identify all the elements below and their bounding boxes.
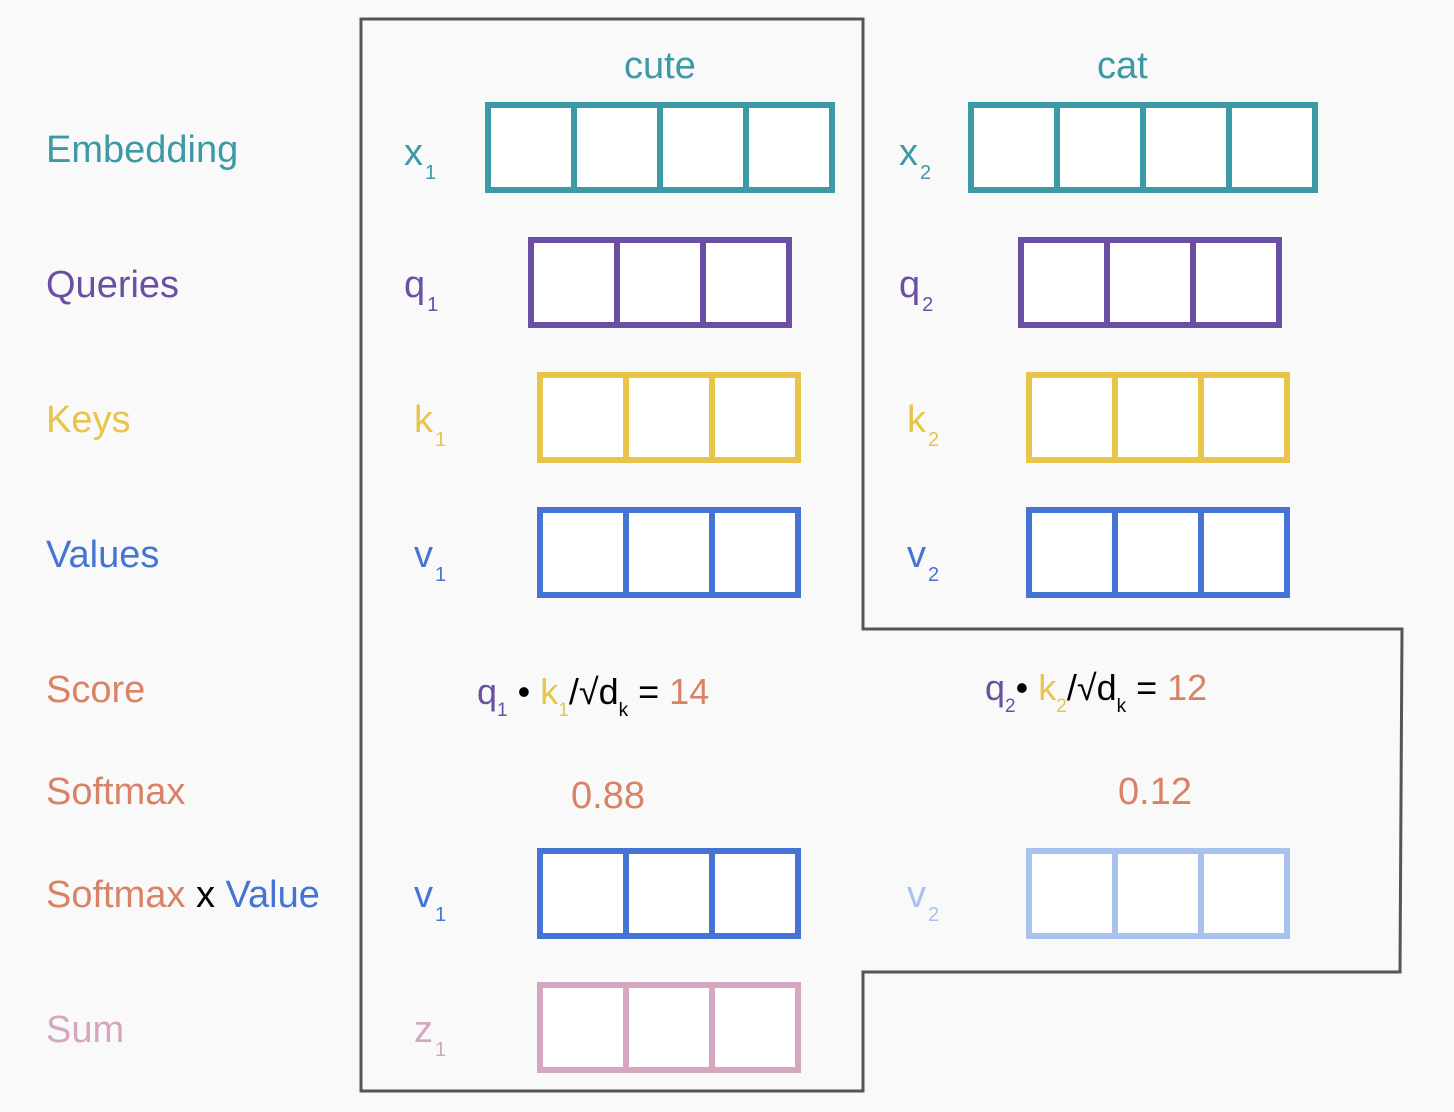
softmax-value-2: 0.12 — [1118, 771, 1192, 813]
row-label-score: Score — [46, 669, 146, 711]
weighted-value-vector-v1 — [537, 848, 801, 939]
weighted-value-vector-v2 — [1026, 848, 1290, 939]
vector-cell — [700, 237, 792, 328]
vector-cell — [1112, 507, 1198, 598]
value-vector-v2 — [1026, 507, 1290, 598]
vector-cell — [623, 848, 709, 939]
vector-cell — [537, 507, 623, 598]
attention-frame — [359, 17, 1404, 1093]
key-vector-k2 — [1026, 372, 1290, 463]
vector-cell — [537, 372, 623, 463]
sum-vector-z1 — [537, 982, 801, 1073]
score-formula-1: q1 • k1/√dk = 14 — [477, 671, 710, 721]
vector-cell — [1026, 372, 1112, 463]
vector-cell — [623, 372, 709, 463]
vector-cell — [528, 237, 614, 328]
vector-cell — [1054, 102, 1140, 193]
value-word: Value — [225, 874, 320, 916]
vector-cell — [537, 848, 623, 939]
vector-cell — [743, 102, 835, 193]
query-vector-q1 — [528, 237, 792, 328]
vector-cell — [623, 507, 709, 598]
vector-cell — [709, 507, 801, 598]
vector-cell — [1198, 848, 1290, 939]
vector-cell — [623, 982, 709, 1073]
vector-cell — [537, 982, 623, 1073]
vector-cell — [657, 102, 743, 193]
vector-cell — [571, 102, 657, 193]
softmax-value-1: 0.88 — [571, 775, 645, 817]
vector-cell — [1104, 237, 1190, 328]
vector-cell — [1018, 237, 1104, 328]
vector-cell — [1198, 372, 1290, 463]
vector-cell — [1026, 507, 1112, 598]
row-label-values: Values — [46, 534, 160, 576]
value-vector-v1 — [537, 507, 801, 598]
vector-cell — [1112, 848, 1198, 939]
key-vector-k1 — [537, 372, 801, 463]
vector-cell — [614, 237, 700, 328]
row-label-softmax-x-value: Softmax x Value — [46, 876, 320, 914]
vector-cell — [709, 848, 801, 939]
vector-cell — [1140, 102, 1226, 193]
vector-cell — [1198, 507, 1290, 598]
softmax-word: Softmax — [46, 874, 186, 916]
times-word: x — [195, 874, 215, 916]
score-value-2: 12 — [1167, 667, 1208, 708]
score-value-1: 14 — [669, 671, 710, 712]
token-word-cat: cat — [1097, 45, 1148, 87]
row-label-sum: Sum — [46, 1009, 125, 1051]
vector-cell — [1112, 372, 1198, 463]
query-vector-q2 — [1018, 237, 1282, 328]
vector-cell — [1190, 237, 1282, 328]
vector-cell — [709, 982, 801, 1073]
row-label-embedding: Embedding — [46, 129, 239, 171]
vector-cell — [968, 102, 1054, 193]
vector-cell — [485, 102, 571, 193]
vector-cell — [709, 372, 801, 463]
vector-cell — [1226, 102, 1318, 193]
score-formula-2: q2• k2/√dk = 12 — [985, 667, 1208, 717]
vector-cell — [1026, 848, 1112, 939]
row-label-softmax: Softmax — [46, 771, 186, 813]
row-label-queries: Queries — [46, 264, 180, 306]
embedding-vector-x1 — [485, 102, 835, 193]
token-word-cute: cute — [624, 45, 696, 87]
row-label-keys: Keys — [46, 399, 131, 441]
embedding-vector-x2 — [968, 102, 1318, 193]
